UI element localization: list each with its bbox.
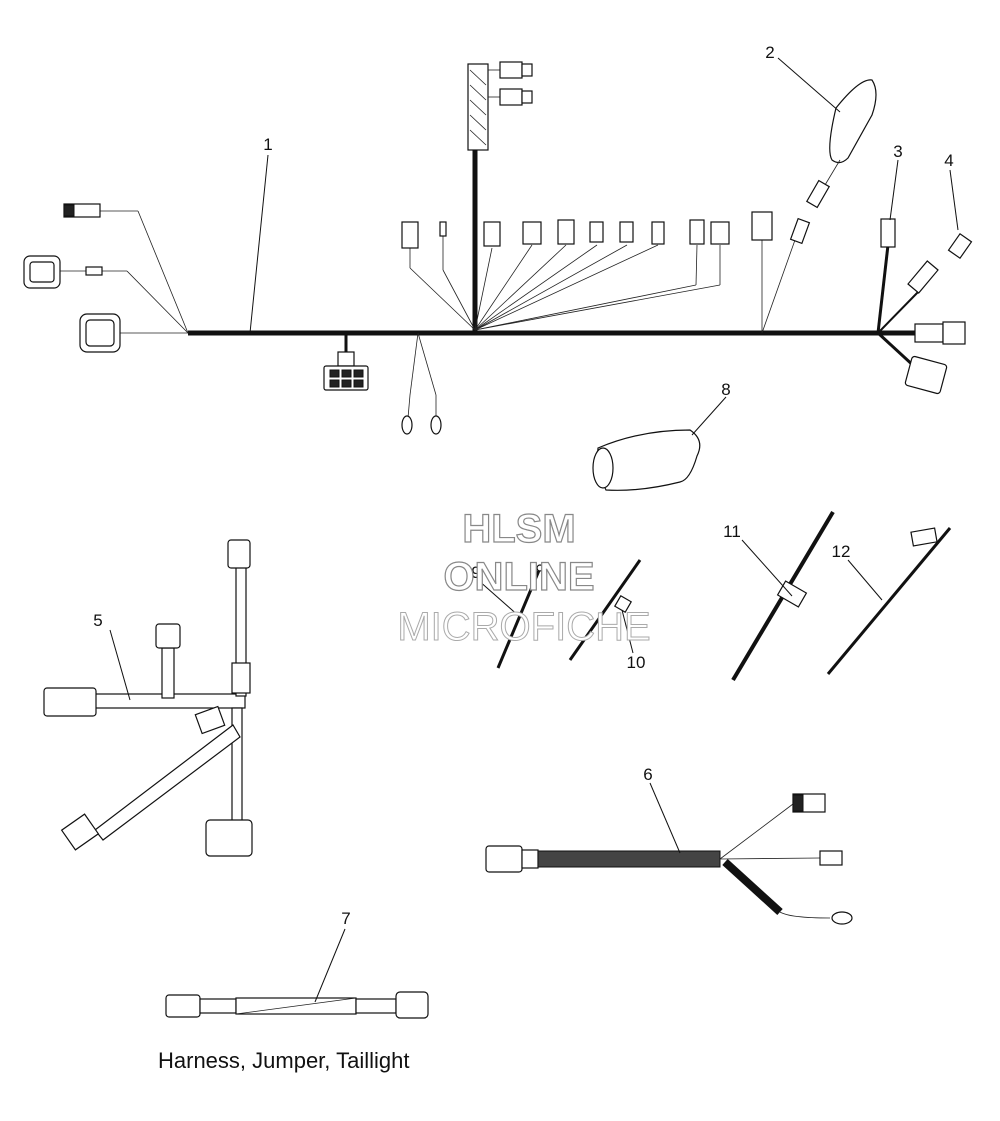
- harness-part-6[interactable]: [485, 793, 853, 925]
- callout-12: 12: [832, 542, 851, 561]
- watermark: HLSM ONLINE MICROFICHE: [397, 506, 651, 649]
- sub-harness-part-5[interactable]: [43, 539, 253, 857]
- harness-boot[interactable]: [805, 79, 877, 209]
- svg-text:MICROFICHE: MICROFICHE: [397, 605, 650, 649]
- callout-4: 4: [944, 151, 953, 170]
- connector-part-4[interactable]: [947, 232, 973, 260]
- callout-9: 9: [471, 563, 480, 582]
- callout-1: 1: [263, 135, 272, 154]
- jumper-part-7[interactable]: [165, 991, 429, 1019]
- callout-5: 5: [93, 611, 102, 630]
- callout-7: 7: [341, 909, 350, 928]
- cable-tie-part-11[interactable]: [731, 510, 835, 682]
- callout-2: 2: [765, 43, 774, 62]
- sleeve-part-8[interactable]: [592, 429, 701, 491]
- callout-3: 3: [893, 142, 902, 161]
- callout-11: 11: [723, 522, 741, 541]
- callout-leaders: [109, 57, 959, 1003]
- svg-text:HLSM: HLSM: [462, 507, 575, 551]
- main-harness[interactable]: [23, 61, 966, 435]
- cable-tie-part-10[interactable]: [568, 559, 642, 661]
- callout-labels: 1 2 3 4 5 6 7 8 9 10 11 12: [93, 43, 953, 928]
- cable-tie-part-12[interactable]: [826, 527, 952, 675]
- callout-10: 10: [627, 653, 646, 672]
- svg-text:ONLINE: ONLINE: [443, 555, 594, 599]
- callout-6: 6: [643, 765, 652, 784]
- diagram-caption: Harness, Jumper, Taillight: [158, 1048, 410, 1073]
- callout-8: 8: [721, 380, 730, 399]
- cable-tie-part-9[interactable]: [496, 564, 544, 669]
